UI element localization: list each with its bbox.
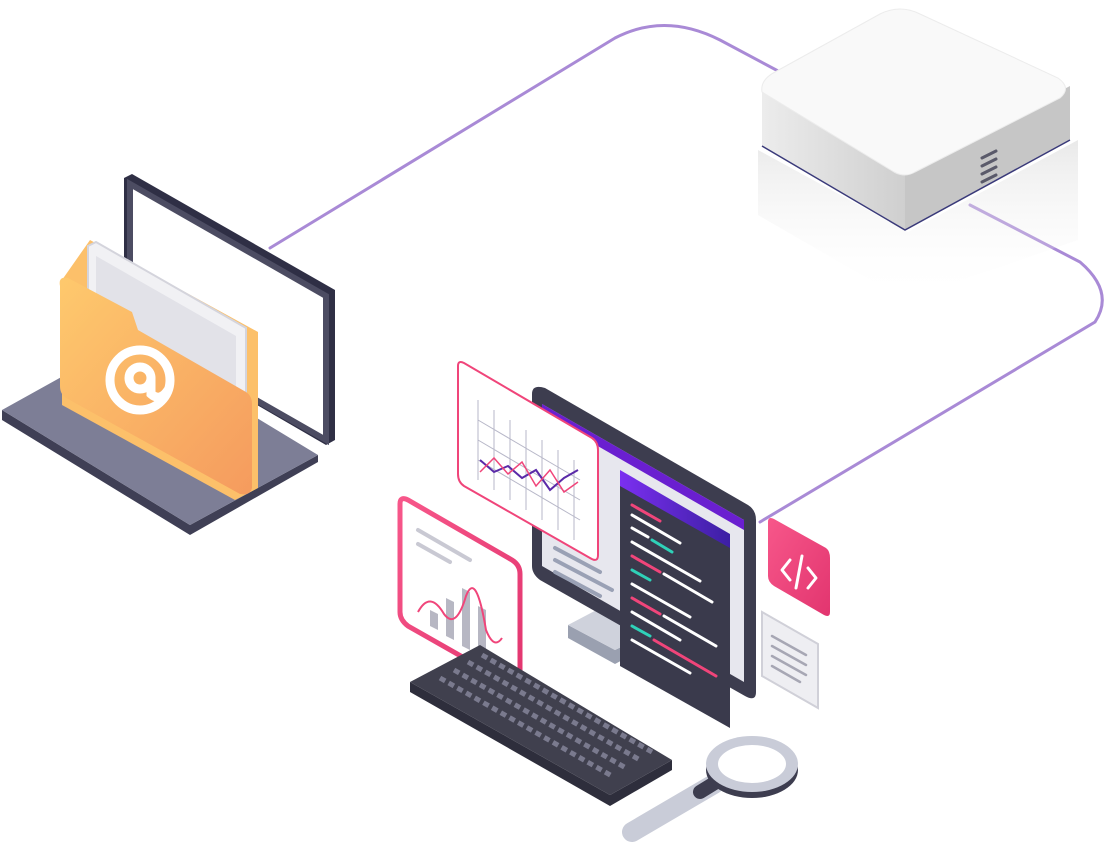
connector-server-monitor [758,203,1104,524]
server-front-left [762,92,905,230]
folder-icon [59,240,258,500]
line-chart-series-b [479,456,579,494]
document-body [761,610,819,710]
bar-chart-card [397,496,523,689]
document-lines [770,634,808,684]
bar-chart-trend [417,587,503,644]
connector-lines [268,24,1104,524]
magnifier-icon [622,736,798,842]
folder-front [59,277,252,495]
code-panel-body [620,478,730,728]
code-lines [630,503,718,678]
server-icon [758,8,1078,300]
connector-laptop-server [268,24,782,250]
code-badge-glyph [780,554,818,590]
keyboard-keys [438,652,654,779]
at-sign-icon [105,345,175,415]
server-top [761,8,1066,176]
server-front-right [905,86,1070,230]
server-vent [980,149,998,184]
bar-chart-header-lines [416,528,472,564]
keyboard [410,645,672,806]
code-panel [620,470,730,728]
monitor-screen-header [542,404,744,530]
laptop-base-edge [2,410,318,535]
server-shadow [758,140,1078,300]
code-panel-header [620,470,730,548]
code-icon [768,518,830,616]
laptop-screen [130,184,326,440]
document-icon [761,610,819,710]
line-chart-card [457,361,599,561]
magnifier-lens [718,745,786,783]
monitor-text-lines [553,546,614,598]
server-bottom-edge [761,139,1071,231]
